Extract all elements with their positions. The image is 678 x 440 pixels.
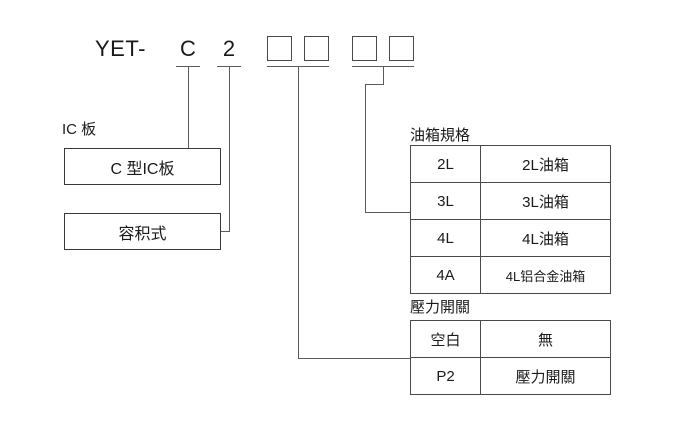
tank-desc-4: 4L铝合金油箱 (480, 256, 611, 294)
caption-pressure-switch: 壓力開關 (410, 299, 471, 316)
tank-code-4: 4A (410, 256, 481, 294)
model-blank-box-3 (352, 36, 377, 61)
box-ic-board-type: C 型IC板 (64, 148, 221, 185)
tank-desc-3: 4L油箱 (480, 219, 611, 257)
table-row: 3L 3L油箱 (410, 182, 611, 220)
table-row: 空白 無 (410, 320, 611, 358)
model-char-2: 2 (222, 36, 236, 61)
model-prefix: YET- (95, 36, 146, 61)
pressure-code-1: 空白 (410, 320, 481, 358)
model-blank-box-2 (304, 36, 329, 61)
box-displacement-type: 容积式 (64, 213, 221, 250)
tank-code-1: 2L (410, 145, 481, 183)
model-blank-box-1 (267, 36, 292, 61)
caption-ic-board: IC 板 (62, 121, 97, 138)
tank-desc-1: 2L油箱 (480, 145, 611, 183)
leader-tank-stem (383, 66, 384, 84)
leader-pressure-drop (298, 84, 299, 358)
leader-pressure-stem (298, 66, 299, 84)
caption-tank-spec: 油箱規格 (410, 127, 471, 144)
leader-2-elbow (213, 231, 230, 232)
table-row: 4A 4L铝合金油箱 (410, 256, 611, 294)
model-char-c: C (180, 36, 196, 61)
leader-2-drop (229, 66, 230, 231)
pressure-desc-2: 壓力開關 (480, 357, 611, 395)
pressure-desc-1: 無 (480, 320, 611, 358)
table-row: P2 壓力開關 (410, 357, 611, 395)
table-row: 2L 2L油箱 (410, 145, 611, 183)
tank-desc-2: 3L油箱 (480, 182, 611, 220)
leader-c-drop (188, 66, 189, 148)
tank-code-3: 4L (410, 219, 481, 257)
model-blank-box-4 (389, 36, 414, 61)
tank-code-2: 3L (410, 182, 481, 220)
table-pressure-switch: 空白 無 P2 壓力開關 (410, 320, 611, 395)
leader-tank-drop (365, 84, 366, 212)
leader-tank-elbow-top (365, 84, 384, 85)
table-row: 4L 4L油箱 (410, 219, 611, 257)
pressure-code-2: P2 (410, 357, 481, 395)
leader-tank-run (365, 212, 410, 213)
leader-pressure-run (298, 358, 410, 359)
table-tank-spec: 2L 2L油箱 3L 3L油箱 4L 4L油箱 4A 4L铝合金油箱 (410, 145, 611, 294)
